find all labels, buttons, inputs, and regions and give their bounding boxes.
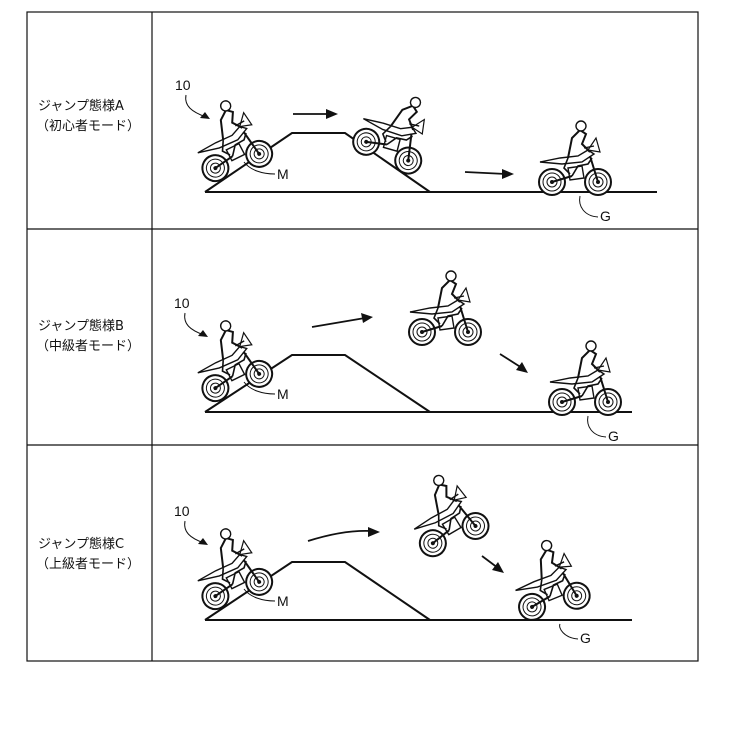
mode-c-title: ジャンプ態様C [38, 536, 124, 552]
table-frame [26, 11, 699, 662]
row-mode-c: ジャンプ態様C （上級者モード） 10 M G [36, 463, 632, 646]
mode-a-title: ジャンプ態様A [38, 98, 124, 114]
arrowhead [368, 527, 380, 537]
mode-c-subtitle: （上級者モード） [36, 557, 140, 572]
row-mode-a: ジャンプ態様A （初心者モード） 10 M G [36, 77, 657, 224]
motorcycle [538, 120, 612, 196]
ground-leader [587, 415, 607, 438]
ramp [204, 354, 431, 413]
motorcycle [183, 90, 277, 186]
vehicle-ref-label: 10 [174, 503, 190, 519]
mode-a-subtitle: （初心者モード） [36, 119, 140, 134]
row-mode-b: ジャンプ態様B （中級者モード） 10 M G [36, 270, 632, 444]
mode-b-subtitle: （中級者モード） [36, 339, 140, 354]
ground-ref-label: G [608, 428, 619, 444]
ground-ref-label: G [580, 630, 591, 646]
arrowhead [516, 362, 528, 373]
arrowhead [492, 562, 504, 573]
motion-arrow [499, 353, 523, 369]
vehicle-leader [184, 520, 205, 544]
ramp [204, 561, 431, 621]
ramp-ref-label: M [277, 166, 289, 182]
motorcycle [396, 463, 494, 562]
motion-arrow [464, 171, 507, 175]
ramp-ref-label: M [277, 386, 289, 402]
motion-arrow [307, 529, 373, 542]
arrowhead [361, 313, 373, 323]
ramp-leader [243, 161, 276, 175]
motorcycle [348, 79, 446, 179]
motorcycle [548, 340, 622, 416]
ground-leader [559, 623, 579, 640]
ramp-leader [243, 588, 276, 602]
motorcycle [183, 310, 277, 406]
vehicle-ref-label: 10 [175, 77, 191, 93]
motion-arrow [311, 317, 366, 328]
ground-ref-label: G [600, 208, 611, 224]
arrowhead [502, 169, 514, 179]
ramp-leader [243, 381, 276, 395]
arrowhead [326, 109, 338, 119]
motorcycle [503, 532, 594, 624]
motorcycle [183, 518, 277, 614]
ramp-ref-label: M [277, 593, 289, 609]
mode-b-title: ジャンプ態様B [38, 318, 124, 334]
ground-leader [579, 195, 599, 218]
vehicle-leader [184, 312, 205, 336]
vehicle-ref-label: 10 [174, 295, 190, 311]
motorcycle [408, 270, 482, 346]
vehicle-leader [185, 94, 207, 118]
